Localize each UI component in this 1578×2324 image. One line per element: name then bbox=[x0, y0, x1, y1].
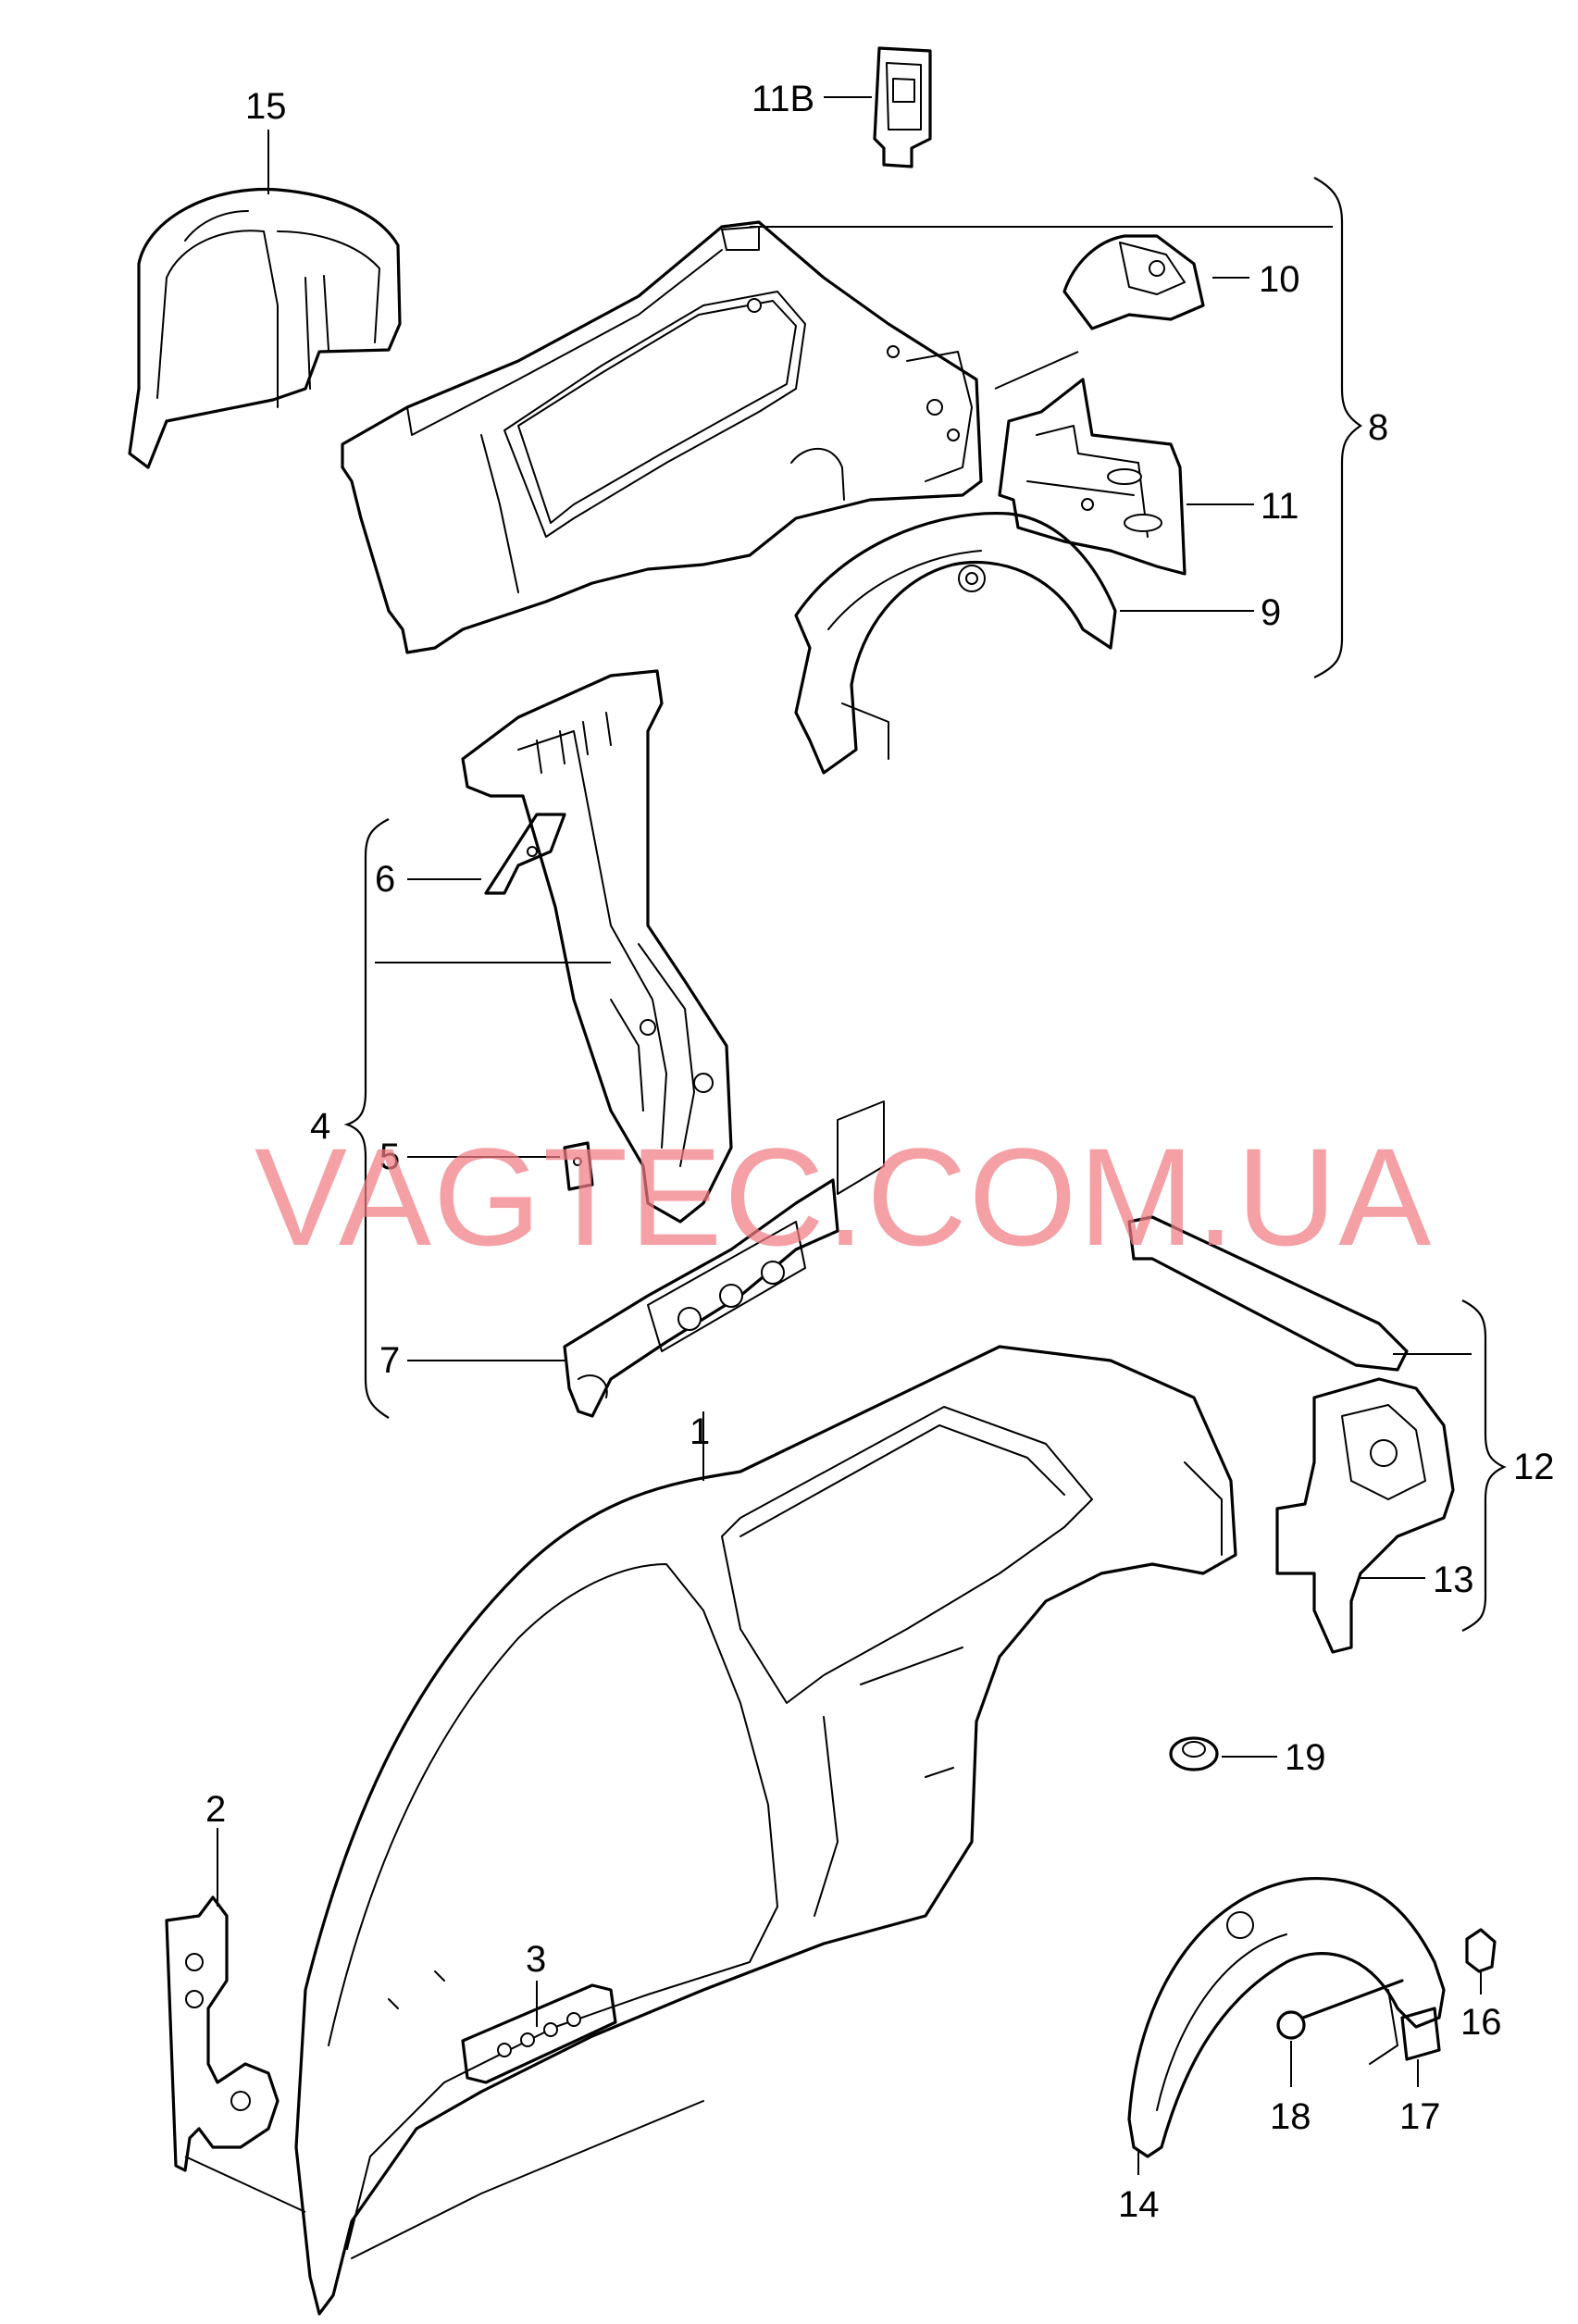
callout-13: 13 bbox=[1433, 1560, 1474, 1600]
part-14-wheel-housing-liner bbox=[1127, 1876, 1446, 2158]
callout-15: 15 bbox=[245, 86, 287, 127]
part-11b-bracket bbox=[873, 46, 932, 168]
part-16-clip bbox=[1465, 1928, 1497, 1973]
callout-11: 11 bbox=[1261, 486, 1299, 527]
part-19-grommet bbox=[1169, 1736, 1219, 1771]
part-8-inner-quarter-assembly bbox=[341, 220, 983, 654]
part-4-b-pillar-inner bbox=[461, 669, 733, 1224]
callout-18: 18 bbox=[1270, 2096, 1311, 2137]
callout-7: 7 bbox=[379, 1340, 400, 1381]
callout-16: 16 bbox=[1460, 2002, 1502, 2043]
part-7-rocker-reinforcement bbox=[563, 1100, 885, 1418]
braces bbox=[343, 177, 1507, 1632]
part-2-a-pillar-reinforcement bbox=[165, 1895, 280, 2172]
callout-labels: 15 11B 10 8 11 9 6 4 5 7 1 12 13 19 2 3 … bbox=[205, 79, 1555, 2225]
part-13-lamp-housing-panel bbox=[1275, 1377, 1455, 1654]
part-11-reinforcement-panel bbox=[998, 378, 1187, 576]
callout-5: 5 bbox=[379, 1137, 400, 1177]
part-5-bracket bbox=[563, 1141, 594, 1191]
part-9-inner-wheel-arch bbox=[794, 511, 1117, 775]
part-12-d-pillar-reinforcement bbox=[1127, 1215, 1409, 1372]
callout-17: 17 bbox=[1399, 2096, 1441, 2137]
callout-8: 8 bbox=[1368, 407, 1388, 448]
part-18-screw bbox=[1276, 1979, 1404, 2040]
part-17-clip-nut bbox=[1400, 2007, 1441, 2061]
callout-1: 1 bbox=[690, 1411, 710, 1452]
callout-10: 10 bbox=[1259, 259, 1300, 300]
part-10-bracket bbox=[1062, 234, 1205, 330]
callout-11b: 11B bbox=[752, 79, 814, 119]
brace-4 bbox=[343, 818, 390, 1419]
callout-3: 3 bbox=[526, 1939, 546, 1980]
callout-14: 14 bbox=[1118, 2184, 1160, 2225]
callout-9: 9 bbox=[1261, 592, 1281, 633]
brace-8 bbox=[1313, 177, 1362, 678]
callout-12: 12 bbox=[1513, 1447, 1555, 1487]
watermark: VAGTEC.COM.UA bbox=[255, 1119, 1433, 1274]
callout-2: 2 bbox=[205, 1789, 226, 1830]
brace-12 bbox=[1461, 1299, 1507, 1632]
callout-4: 4 bbox=[310, 1106, 330, 1147]
callout-6: 6 bbox=[375, 859, 395, 900]
leader-lines bbox=[184, 96, 1482, 2213]
part-15-wheel-housing-liner bbox=[128, 187, 402, 469]
part-3-sill-reinforcement bbox=[461, 1983, 617, 2084]
part-1-side-panel bbox=[294, 1345, 1237, 2316]
part-6-bracket bbox=[484, 813, 566, 895]
callout-19: 19 bbox=[1285, 1737, 1326, 1778]
